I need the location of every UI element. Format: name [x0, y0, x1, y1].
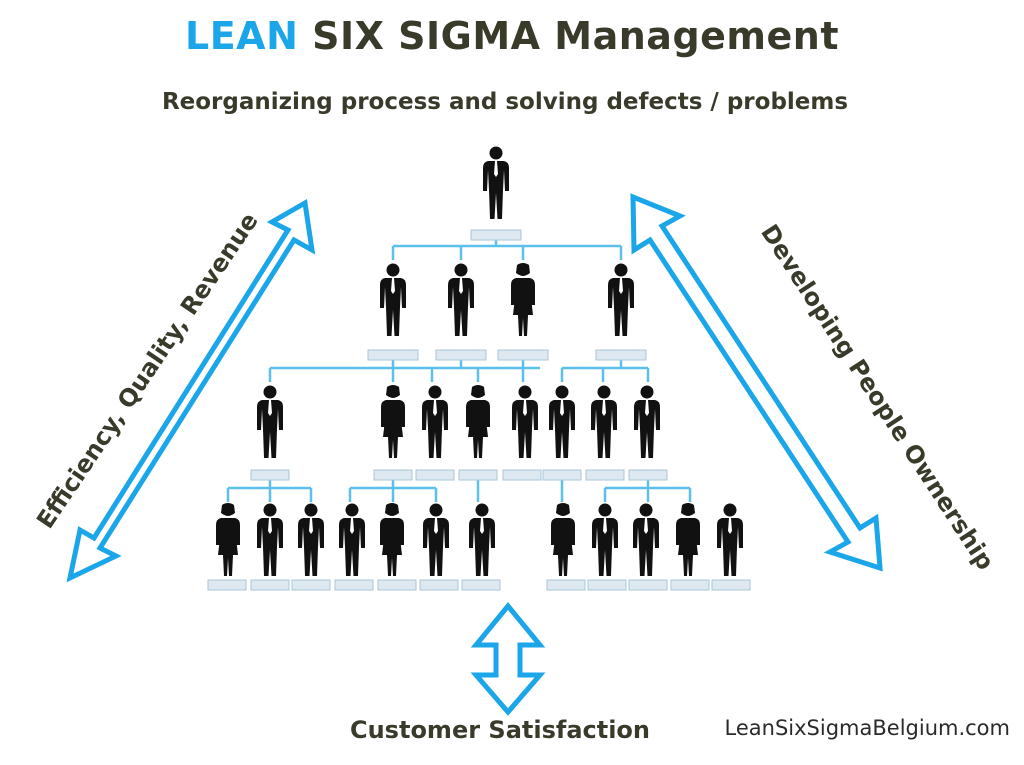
person-silhouette-icon	[380, 503, 404, 576]
person-silhouette-icon	[717, 503, 743, 576]
person-silhouette-icon	[380, 263, 406, 336]
person-silhouette-icon	[448, 263, 474, 336]
person-silhouette-icon	[608, 263, 634, 336]
bottom-label: Customer Satisfaction	[349, 716, 651, 744]
person-silhouette-icon	[298, 503, 324, 576]
person-silhouette-icon	[676, 503, 700, 576]
website-label: LeanSixSigmaBelgium.com	[724, 716, 1010, 740]
person-silhouette-icon	[216, 503, 240, 576]
bottom-double-arrow-icon	[470, 602, 546, 716]
person-silhouette-icon	[592, 503, 618, 576]
left-double-arrow-icon	[66, 199, 316, 583]
person-silhouette-icon	[381, 385, 405, 458]
person-silhouette-icon	[511, 263, 535, 336]
person-silhouette-icon	[591, 385, 617, 458]
person-silhouette-icon	[512, 385, 538, 458]
page-title: LEAN SIX SIGMA Management	[0, 14, 1024, 58]
person-silhouette-icon	[422, 385, 448, 458]
title-lean: LEAN	[184, 14, 299, 58]
person-silhouette-icon	[633, 503, 659, 576]
person-silhouette-icon	[469, 503, 495, 576]
subtitle: Reorganizing process and solving defects…	[161, 89, 849, 115]
right-double-arrow-icon	[630, 193, 883, 572]
person-silhouette-icon	[483, 146, 509, 219]
person-silhouette-icon	[551, 503, 575, 576]
person-silhouette-icon	[257, 503, 283, 576]
title-rest: SIX SIGMA Management	[312, 14, 840, 58]
person-silhouette-icon	[423, 503, 449, 576]
person-silhouette-icon	[339, 503, 365, 576]
connector-lines	[226, 240, 692, 502]
person-silhouette-icon	[549, 385, 575, 458]
person-silhouette-icon	[257, 385, 283, 458]
person-silhouette-icon	[466, 385, 490, 458]
person-silhouette-icon	[634, 385, 660, 458]
